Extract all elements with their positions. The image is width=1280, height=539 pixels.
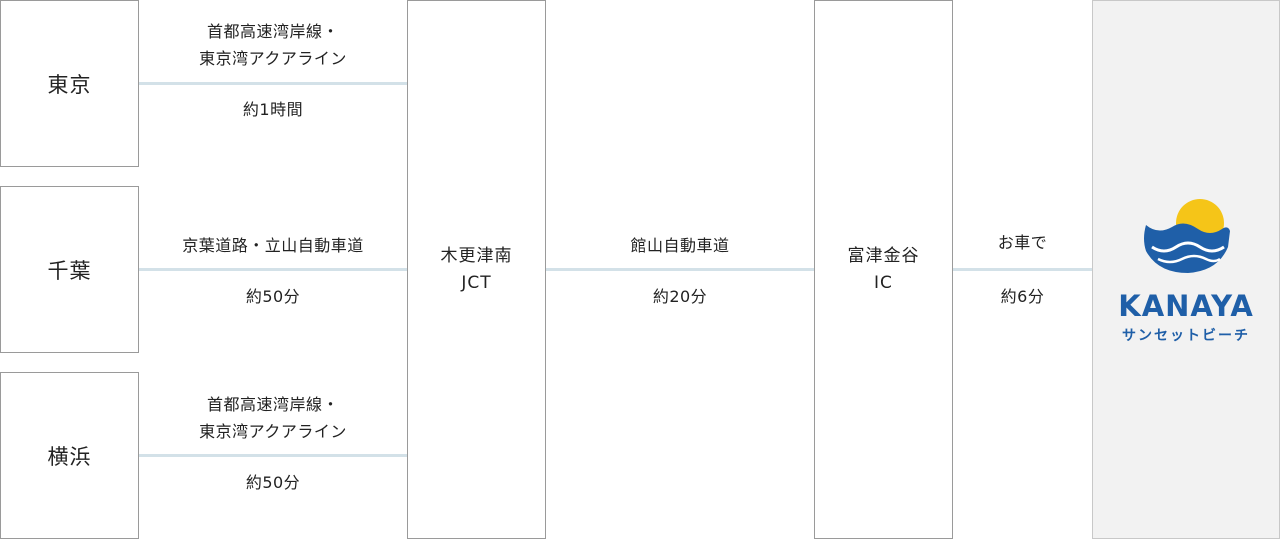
interchange-label: 富津金谷 IC (847, 245, 920, 293)
route-segment3: お車で (997, 233, 1048, 252)
route-segment2: 館山自動車道 (630, 236, 730, 255)
time-tokyo: 約1時間 (242, 100, 304, 119)
kanaya-logo-icon (1144, 198, 1230, 273)
route-yokohama: 首都高速湾岸線・ 東京湾アクアライン (199, 395, 347, 441)
origin-tokyo-label: 東京 (47, 72, 92, 97)
route-tokyo: 首都高速湾岸線・ 東京湾アクアライン (199, 22, 347, 68)
origin-chiba-label: 千葉 (47, 258, 92, 283)
time-segment3: 約6分 (1000, 287, 1045, 306)
logo-subtitle: サンセットビーチ (1122, 327, 1250, 344)
time-chiba: 約50分 (245, 287, 301, 306)
connector-yokohama (139, 454, 407, 457)
route-chiba: 京葉道路・立山自動車道 (182, 236, 364, 255)
origin-tokyo: 東京 (0, 0, 139, 167)
junction-box: 木更津南 JCT (407, 0, 546, 539)
connector-segment3 (953, 268, 1092, 271)
connector-tokyo (139, 82, 407, 85)
destination-box: KANAYA サンセットビーチ (1092, 0, 1280, 539)
interchange-box: 富津金谷 IC (814, 0, 953, 539)
time-segment2: 約20分 (652, 287, 708, 306)
logo-title: KANAYA (1118, 288, 1254, 323)
origin-chiba: 千葉 (0, 186, 139, 353)
origin-yokohama-label: 横浜 (47, 444, 92, 469)
connector-chiba (139, 268, 407, 271)
connector-segment2 (546, 268, 814, 271)
time-yokohama: 約50分 (245, 473, 301, 492)
junction-label: 木更津南 JCT (440, 245, 513, 293)
origin-yokohama: 横浜 (0, 372, 139, 539)
